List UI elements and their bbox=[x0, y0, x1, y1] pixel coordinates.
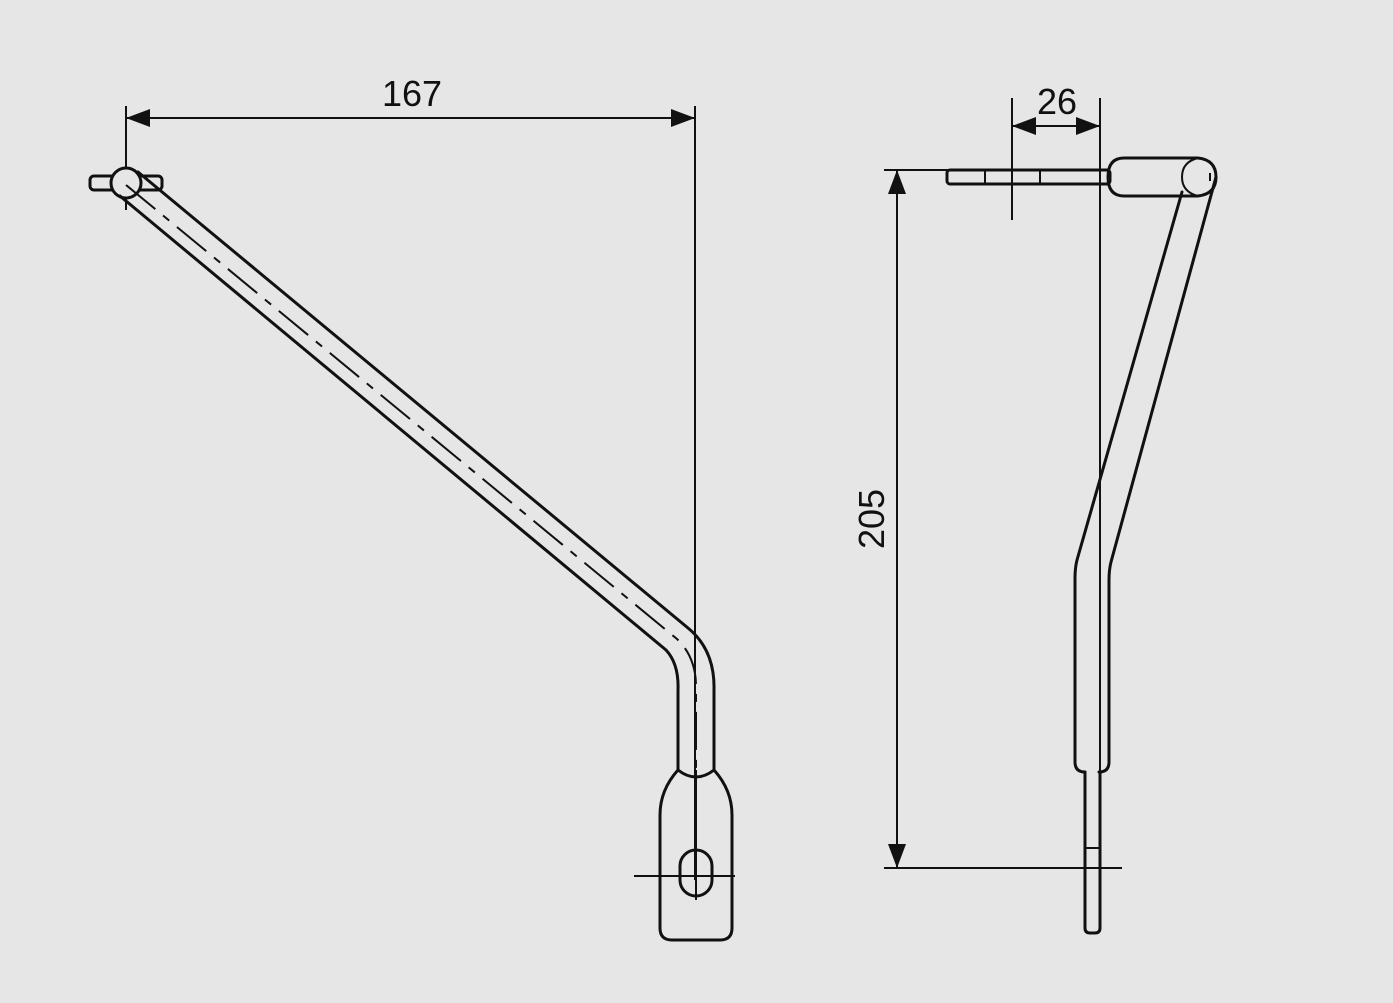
side-pivot-pin bbox=[945, 156, 1218, 198]
side-arm-outline-right bbox=[1097, 175, 1218, 774]
side-boss-end-cap bbox=[1180, 157, 1199, 197]
arm-outline-bottom bbox=[118, 194, 680, 772]
arm-outline-top bbox=[136, 170, 716, 772]
dimension-offset-label: 26 bbox=[1037, 81, 1077, 122]
arm-body bbox=[118, 170, 716, 772]
side-pin-shaft bbox=[945, 168, 1112, 186]
dimension-width-label: 167 bbox=[382, 73, 442, 114]
front-view: 167 bbox=[88, 73, 735, 942]
side-pivot-boss bbox=[1106, 156, 1218, 198]
arrow-left-icon bbox=[126, 109, 150, 127]
side-arm-outline-left bbox=[1073, 190, 1184, 774]
arrow-offset-right-icon bbox=[1076, 117, 1100, 135]
foot-plate bbox=[634, 768, 735, 942]
arrow-right-icon bbox=[671, 109, 695, 127]
foot-plate-outline bbox=[658, 768, 734, 942]
arm-centerline bbox=[125, 184, 698, 770]
side-arm bbox=[1073, 175, 1218, 935]
side-view: 26 205 bbox=[851, 81, 1218, 935]
arrow-bottom-icon bbox=[888, 844, 906, 868]
arrow-offset-left-icon bbox=[1012, 117, 1036, 135]
side-foot-plate bbox=[1083, 770, 1102, 935]
dimension-width: 167 bbox=[125, 73, 696, 880]
dimension-height: 205 bbox=[851, 169, 1122, 869]
dimension-offset: 26 bbox=[1011, 81, 1101, 870]
arrow-top-icon bbox=[888, 170, 906, 194]
dimension-height-label: 205 bbox=[851, 489, 892, 549]
